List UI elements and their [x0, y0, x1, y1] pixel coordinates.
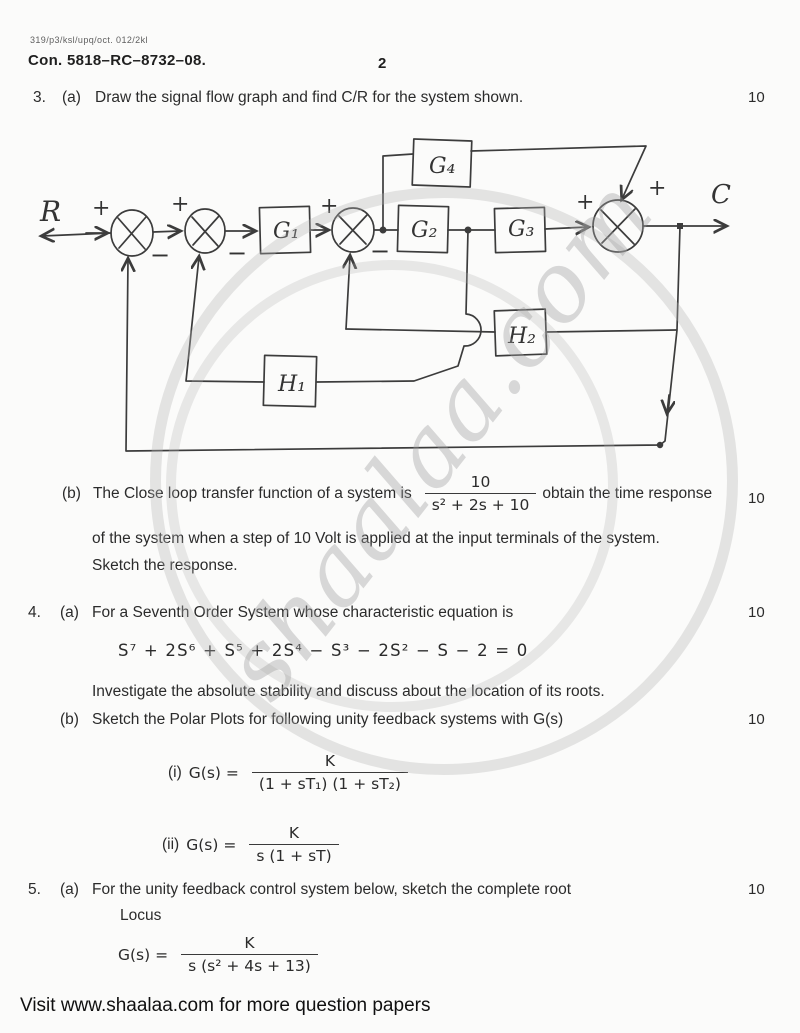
q5a-marks: 10 — [748, 881, 765, 898]
block-h1 — [262, 354, 318, 408]
q4b-ii-label: (ii) — [162, 835, 180, 853]
line-s1-s2 — [152, 231, 180, 232]
line-g3-s4 — [544, 227, 588, 229]
q4b-ii-lhs: G(s) = — [186, 835, 237, 854]
q3b-fraction-denominator: s² + 2s + 10 — [424, 493, 537, 514]
q3b-row: (b) The Close loop transfer function of … — [62, 473, 719, 514]
label-h2: H₂ — [507, 324, 536, 349]
line-a-to-h1 — [316, 229, 482, 383]
q4b-formula-ii: (ii) G(s) = K s (1 + sT) — [162, 824, 345, 865]
q5a-lhs: G(s) = — [118, 945, 169, 964]
q4b-i-denominator: (1 + sT₁) (1 + sT₂) — [251, 772, 408, 793]
q4a-part-label: (a) — [60, 604, 79, 621]
outer-feedback-loop — [126, 225, 681, 452]
q4b-ii-numerator: K — [288, 824, 300, 842]
summing-junction-1-cross — [117, 216, 147, 250]
sign-s4-plus-left: + — [576, 190, 594, 215]
q3b-text-before: The Close loop transfer function of a sy… — [92, 484, 412, 502]
footer-text: Visit www.shaalaa.com for more question … — [20, 995, 431, 1016]
q4-number: 4. — [28, 604, 41, 621]
q3a-marks: 10 — [748, 89, 765, 106]
q4b-i-fraction: K (1 + sT₁) (1 + sT₂) — [251, 752, 408, 793]
q4a-text: For a Seventh Order System whose charact… — [92, 604, 514, 621]
label-g4: G₄ — [429, 154, 455, 179]
line-b-to-h2 — [545, 329, 677, 333]
q3b-marks: 10 — [748, 490, 765, 507]
diagram-input-label: R — [39, 195, 61, 228]
summing-junction-2-cross — [191, 215, 220, 247]
q5a-text2: Locus — [120, 907, 162, 924]
q5a-formula: G(s) = K s (s² + 4s + 13) — [118, 934, 324, 975]
summing-junction-4-cross — [600, 208, 636, 245]
q5a-part-label: (a) — [60, 881, 79, 898]
sign-s1-minus: − — [150, 241, 170, 269]
sign-s2-plus: + — [171, 192, 189, 217]
q3a-text: Draw the signal flow graph and find C/R … — [95, 89, 524, 106]
q4a-marks: 10 — [748, 604, 765, 621]
q5-number: 5. — [28, 881, 41, 898]
label-g1: G₁ — [273, 219, 299, 244]
line-h2-left — [345, 328, 496, 333]
q4b-i-lhs: G(s) = — [188, 763, 239, 782]
line-g4-to-s4 — [470, 145, 647, 199]
summing-junction-3-cross — [338, 214, 368, 245]
reference-code: 319/p3/ksl/upq/oct. 012/2kl — [30, 35, 148, 45]
label-g2: G₂ — [411, 218, 437, 243]
q4b-i-numerator: K — [324, 752, 335, 770]
q4a-characteristic-equation: S⁷ + 2S⁶ + S⁵ + 2S⁴ − S³ − 2S² − S − 2 =… — [118, 641, 529, 660]
sign-s4-plus-top: + — [648, 176, 666, 201]
diagram-output-label: C — [711, 180, 731, 210]
sign-s3-minus: − — [370, 237, 390, 265]
q4b-ii-fraction: K s (1 + sT) — [249, 824, 339, 865]
exam-code: Con. 5818–RC–8732–08. — [28, 52, 207, 69]
sign-s1-plus: + — [92, 196, 110, 221]
q3b-fraction-numerator: 10 — [470, 473, 491, 491]
q3b-fraction: 10 s² + 2s + 10 — [424, 473, 537, 514]
node-bottom-corner — [656, 441, 664, 449]
page-number: 2 — [378, 55, 387, 72]
line-h1-to-s2 — [185, 257, 265, 383]
line-h2-to-s3 — [346, 256, 350, 330]
q3b-text-after: obtain the time response — [542, 484, 713, 502]
q3a-part-label: (a) — [62, 89, 81, 106]
q4b-formula-i: (i) G(s) = K (1 + sT₁) (1 + sT₂) — [168, 752, 414, 793]
outer-loop-direction-arrow — [667, 394, 669, 413]
q5a-text: For the unity feedback control system be… — [92, 881, 572, 898]
q3b-part-label: (b) — [62, 484, 81, 502]
label-h1: H₁ — [277, 372, 306, 397]
q5a-fraction: K s (s² + 4s + 13) — [181, 934, 318, 975]
block-g4 — [411, 138, 473, 188]
q4b-i-label: (i) — [168, 763, 182, 781]
q4b-marks: 10 — [748, 711, 765, 728]
q3-number: 3. — [33, 89, 46, 106]
q4b-text: Sketch the Polar Plots for following uni… — [92, 711, 564, 728]
label-g3: G₃ — [508, 217, 534, 242]
q4b-ii-denominator: s (1 + sT) — [249, 844, 339, 865]
q3b-line3: Sketch the response. — [92, 557, 238, 574]
block-diagram: R C G₁ G₂ G₃ G₄ H₁ H₂ + − + − + − + + — [28, 138, 731, 452]
line-to-g4 — [382, 153, 414, 231]
sign-s3-plus: + — [320, 194, 338, 219]
q4b-part-label: (b) — [60, 711, 79, 728]
sign-s2-minus: − — [227, 239, 247, 267]
q5a-numerator: K — [244, 934, 255, 952]
block-h2 — [493, 308, 548, 357]
q4a-followup: Investigate the absolute stability and d… — [92, 683, 605, 700]
q3b-line2: of the system when a step of 10 Volt is … — [92, 530, 660, 547]
q5a-denominator: s (s² + 4s + 13) — [181, 954, 318, 975]
